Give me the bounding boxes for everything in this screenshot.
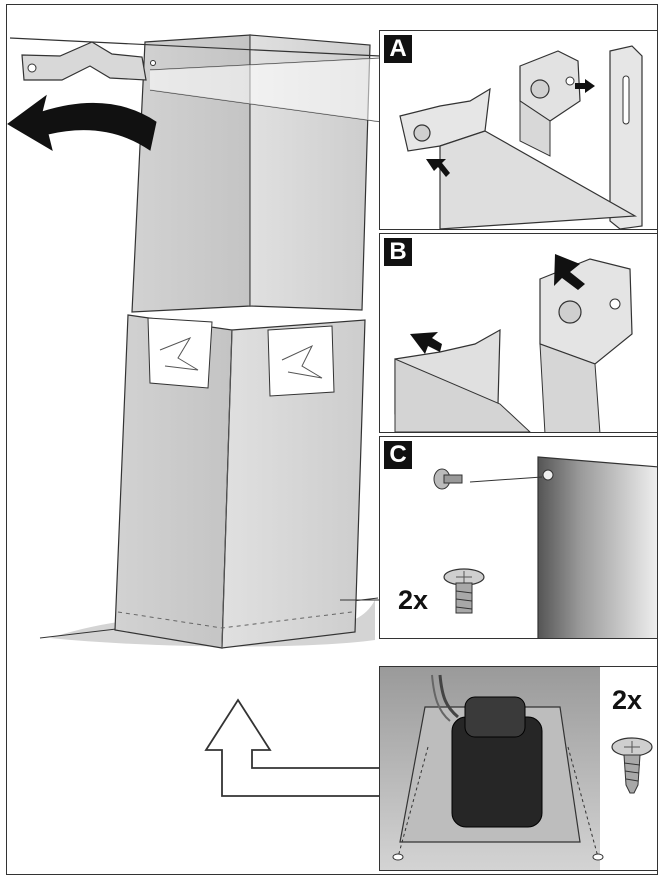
paper-tab-left: [147, 317, 213, 389]
paper-tab-right: [267, 325, 335, 397]
screw-icon: [592, 853, 604, 861]
screw-icon: [392, 853, 404, 861]
step-label-c: C: [384, 441, 412, 469]
detail-panel-d: D 2x: [379, 666, 658, 871]
screw-quantity-d: 2x: [612, 685, 643, 715]
motor-block: [431, 674, 543, 828]
detail-c-drawing: [433, 456, 657, 638]
step-label-b: B: [384, 238, 412, 266]
detail-a-drawing: [399, 45, 643, 229]
push-arrow-icon: [426, 159, 450, 177]
screw-icon: [611, 737, 653, 794]
curved-arrow-icon: [7, 94, 157, 152]
wall-bracket: [9, 37, 383, 123]
hollow-arrow-icon: [204, 698, 382, 797]
detail-b-drawing: [394, 254, 633, 432]
screw-icon: [433, 468, 463, 490]
push-arrow-icon: [575, 79, 595, 93]
detail-panel-c: C 2x: [379, 436, 658, 639]
detail-panel-b: B: [379, 233, 658, 433]
push-arrow-icon: [410, 332, 442, 354]
detail-d-drawing: [380, 667, 653, 870]
screw-quantity-c: 2x: [398, 585, 429, 615]
step-label-a: A: [384, 35, 412, 63]
screw-icon: [443, 568, 485, 614]
lower-duct: [114, 314, 366, 649]
push-arrow-icon: [554, 254, 585, 290]
detail-panel-a: A: [379, 30, 658, 230]
